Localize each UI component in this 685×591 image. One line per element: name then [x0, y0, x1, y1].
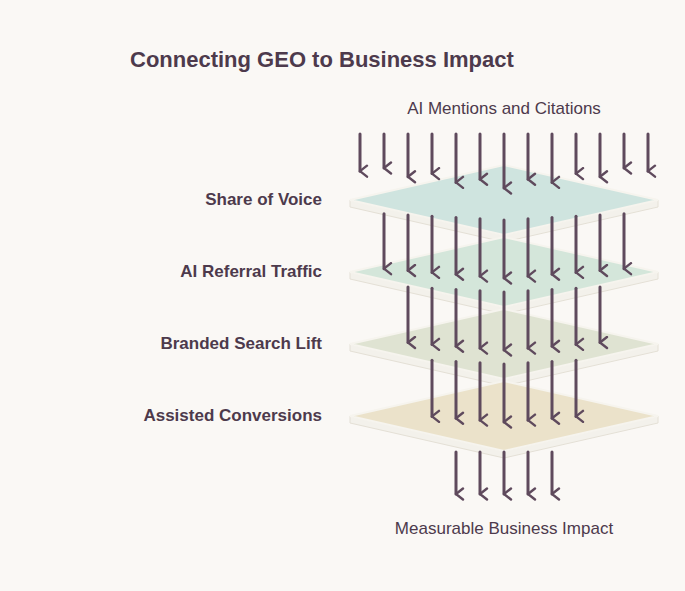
layer-label: AI Referral Traffic: [110, 262, 322, 282]
flow-arrow: [527, 363, 530, 420]
flow-arrow: [551, 290, 554, 347]
flow-arrow: [359, 134, 362, 171]
flow-arrow: [575, 288, 578, 344]
flow-arrow: [503, 452, 506, 494]
flow-label: AI Mentions and Citations: [407, 99, 601, 119]
flow-arrow: [407, 134, 410, 177]
flow-arrow: [551, 452, 554, 494]
flow-arrow: [575, 360, 578, 416]
layer-connector: [432, 360, 576, 422]
flow-arrow: [407, 287, 410, 343]
flow-arrow: [431, 134, 434, 174]
flow-arrow: [575, 216, 578, 272]
flow-arrow: [479, 134, 482, 179]
flow-arrow: [551, 362, 554, 419]
layer-label: Branded Search Lift: [110, 334, 322, 354]
layer-connector: [408, 287, 600, 350]
flow-arrow: [479, 452, 482, 494]
metric-layer: Share of Voice: [110, 155, 662, 245]
layer-label: Assisted Conversions: [110, 406, 322, 426]
flow-arrow: [551, 134, 554, 182]
flow-arrow: [455, 290, 458, 347]
metric-layer: Branded Search Lift: [110, 299, 662, 389]
flow-arrow: [575, 134, 578, 174]
flow-arrow: [527, 452, 530, 494]
metric-layer: AI Referral Traffic: [110, 227, 662, 317]
flow-arrow: [455, 362, 458, 419]
layer-plane: [348, 379, 660, 463]
flow-arrow: [431, 288, 434, 344]
flow-arrow: [455, 134, 458, 182]
layer-plane: [348, 307, 660, 391]
flow-arrow: [455, 218, 458, 275]
flow-arrow: [431, 360, 434, 416]
flow-arrow: [479, 363, 482, 420]
metric-layer: Assisted Conversions: [110, 371, 662, 461]
flow-arrow: [623, 214, 626, 269]
flow-arrow: [407, 215, 410, 271]
flow-arrow: [479, 219, 482, 276]
flow-arrow: [599, 134, 602, 177]
flow-arrow: [383, 134, 386, 168]
flow-arrow: [503, 292, 506, 350]
diagram-title: Connecting GEO to Business Impact: [130, 47, 514, 73]
layer-plane: [348, 163, 660, 247]
flow-arrow: [383, 214, 386, 269]
flow-arrow: [503, 220, 506, 278]
flow-arrow: [527, 219, 530, 276]
flow-arrow: [551, 218, 554, 275]
flow-arrow: [527, 291, 530, 348]
flow-arrow: [503, 134, 506, 188]
flow-arrow: [647, 134, 650, 171]
flow-arrow: [599, 287, 602, 343]
layer-connector: [384, 214, 624, 278]
flow-arrow: [623, 134, 626, 168]
flow-arrow: [431, 216, 434, 272]
flow-arrow: [599, 215, 602, 271]
layer-label: Share of Voice: [110, 190, 322, 210]
flow-arrow: [455, 452, 458, 494]
layer-plane: [348, 235, 660, 319]
flow-arrow: [479, 291, 482, 348]
flow-arrow: [527, 134, 530, 179]
flow-arrow: [503, 364, 506, 422]
flow-label: Measurable Business Impact: [395, 519, 613, 539]
